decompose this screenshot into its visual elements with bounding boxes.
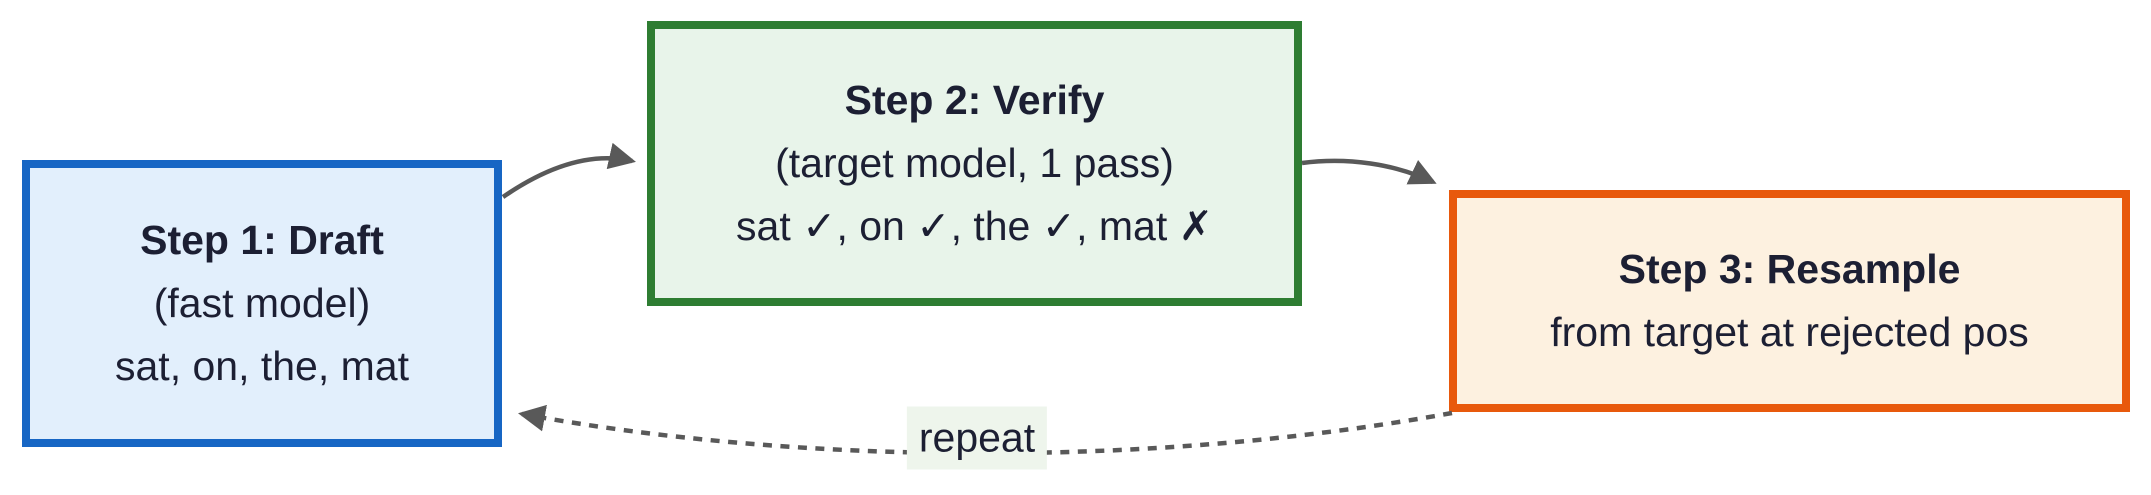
step3-resample-box: Step 3: Resample from target at rejected… bbox=[1449, 190, 2130, 412]
step2-verdicts: sat ✓, on ✓, the ✓, mat ✗ bbox=[736, 203, 1213, 249]
step3-subtitle: from target at rejected pos bbox=[1550, 309, 2029, 355]
step2-verify-box: Step 2: Verify (target model, 1 pass) sa… bbox=[647, 21, 1302, 306]
step2-subtitle: (target model, 1 pass) bbox=[775, 140, 1174, 186]
step2-title: Step 2: Verify bbox=[844, 77, 1105, 123]
step1-subtitle: (fast model) bbox=[153, 280, 371, 326]
step3-title: Step 3: Resample bbox=[1618, 246, 1961, 292]
step1-draft-box: Step 1: Draft (fast model) sat, on, the,… bbox=[22, 160, 502, 447]
step1-tokens: sat, on, the, mat bbox=[115, 343, 409, 389]
arrow-step1-to-step2 bbox=[501, 142, 636, 199]
repeat-edge-label: repeat bbox=[906, 406, 1048, 470]
arrow-step2-to-step3 bbox=[1301, 158, 1437, 185]
step1-title: Step 1: Draft bbox=[140, 217, 384, 263]
